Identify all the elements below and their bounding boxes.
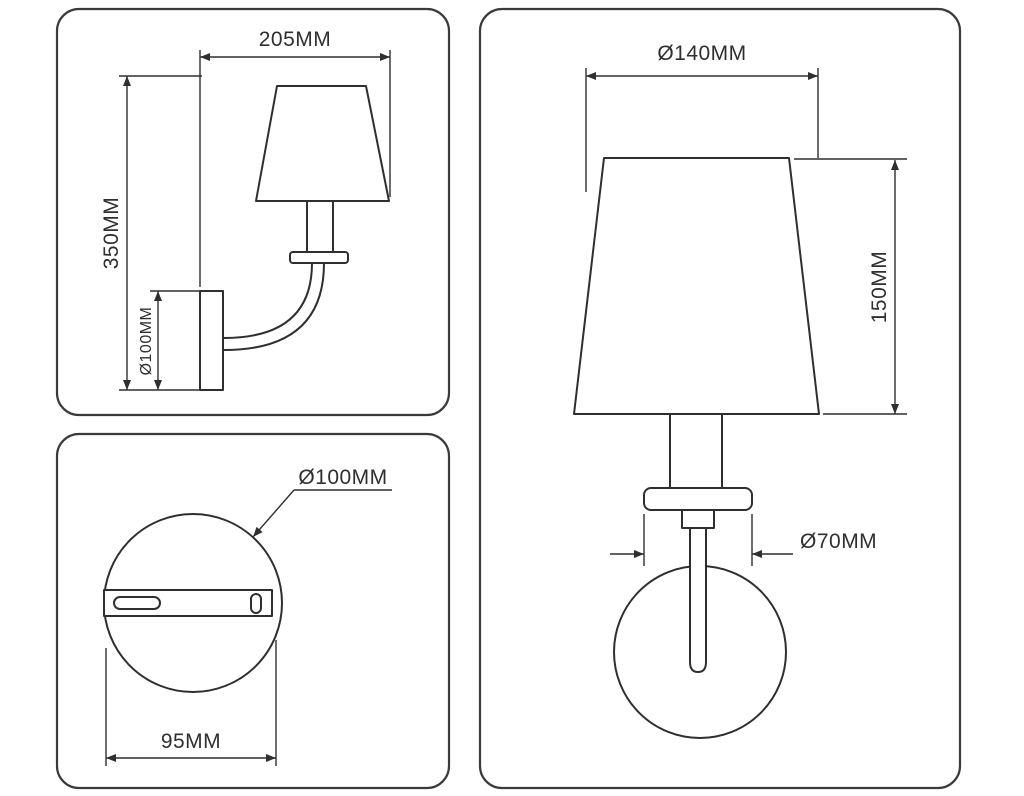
candle-neck-front [669,413,723,489]
lamp-stem [689,527,707,673]
collar-diameter-dimension-label: Ø70MM [800,530,877,553]
side-width-dimension-label: 205MM [259,28,332,51]
side-view-panel: 205MM 350MM Ø100MM [55,7,451,417]
lamp-shade-front [573,157,820,415]
backplate-diameter-label: Ø100MM [298,466,387,489]
mounting-arm-inner-curve [223,262,313,339]
mounting-arm-outer-curve [223,262,325,351]
candle-neck-side [306,200,334,253]
front-view-panel: Ø140MM 150MM Ø70MM [478,7,962,790]
screw-slot-horizontal [113,596,161,610]
lower-neck-front [681,509,715,529]
backplate-view-panel: Ø100MM 95MM [55,432,451,790]
shade-height-dimension-label: 150MM [868,251,891,324]
leader-line [252,489,295,538]
side-plate-dimension-label: Ø100MM [138,307,155,376]
side-height-dimension-label: 350MM [100,197,123,270]
collar-disc-front [643,487,753,511]
screw-slot-vertical [250,593,262,614]
shade-diameter-dimension-label: Ø140MM [657,42,746,65]
wall-plate-side [199,290,224,391]
mount-width-dimension-label: 95MM [161,730,221,753]
lamp-shade-side [255,85,390,202]
collar-disc-side [289,251,349,264]
